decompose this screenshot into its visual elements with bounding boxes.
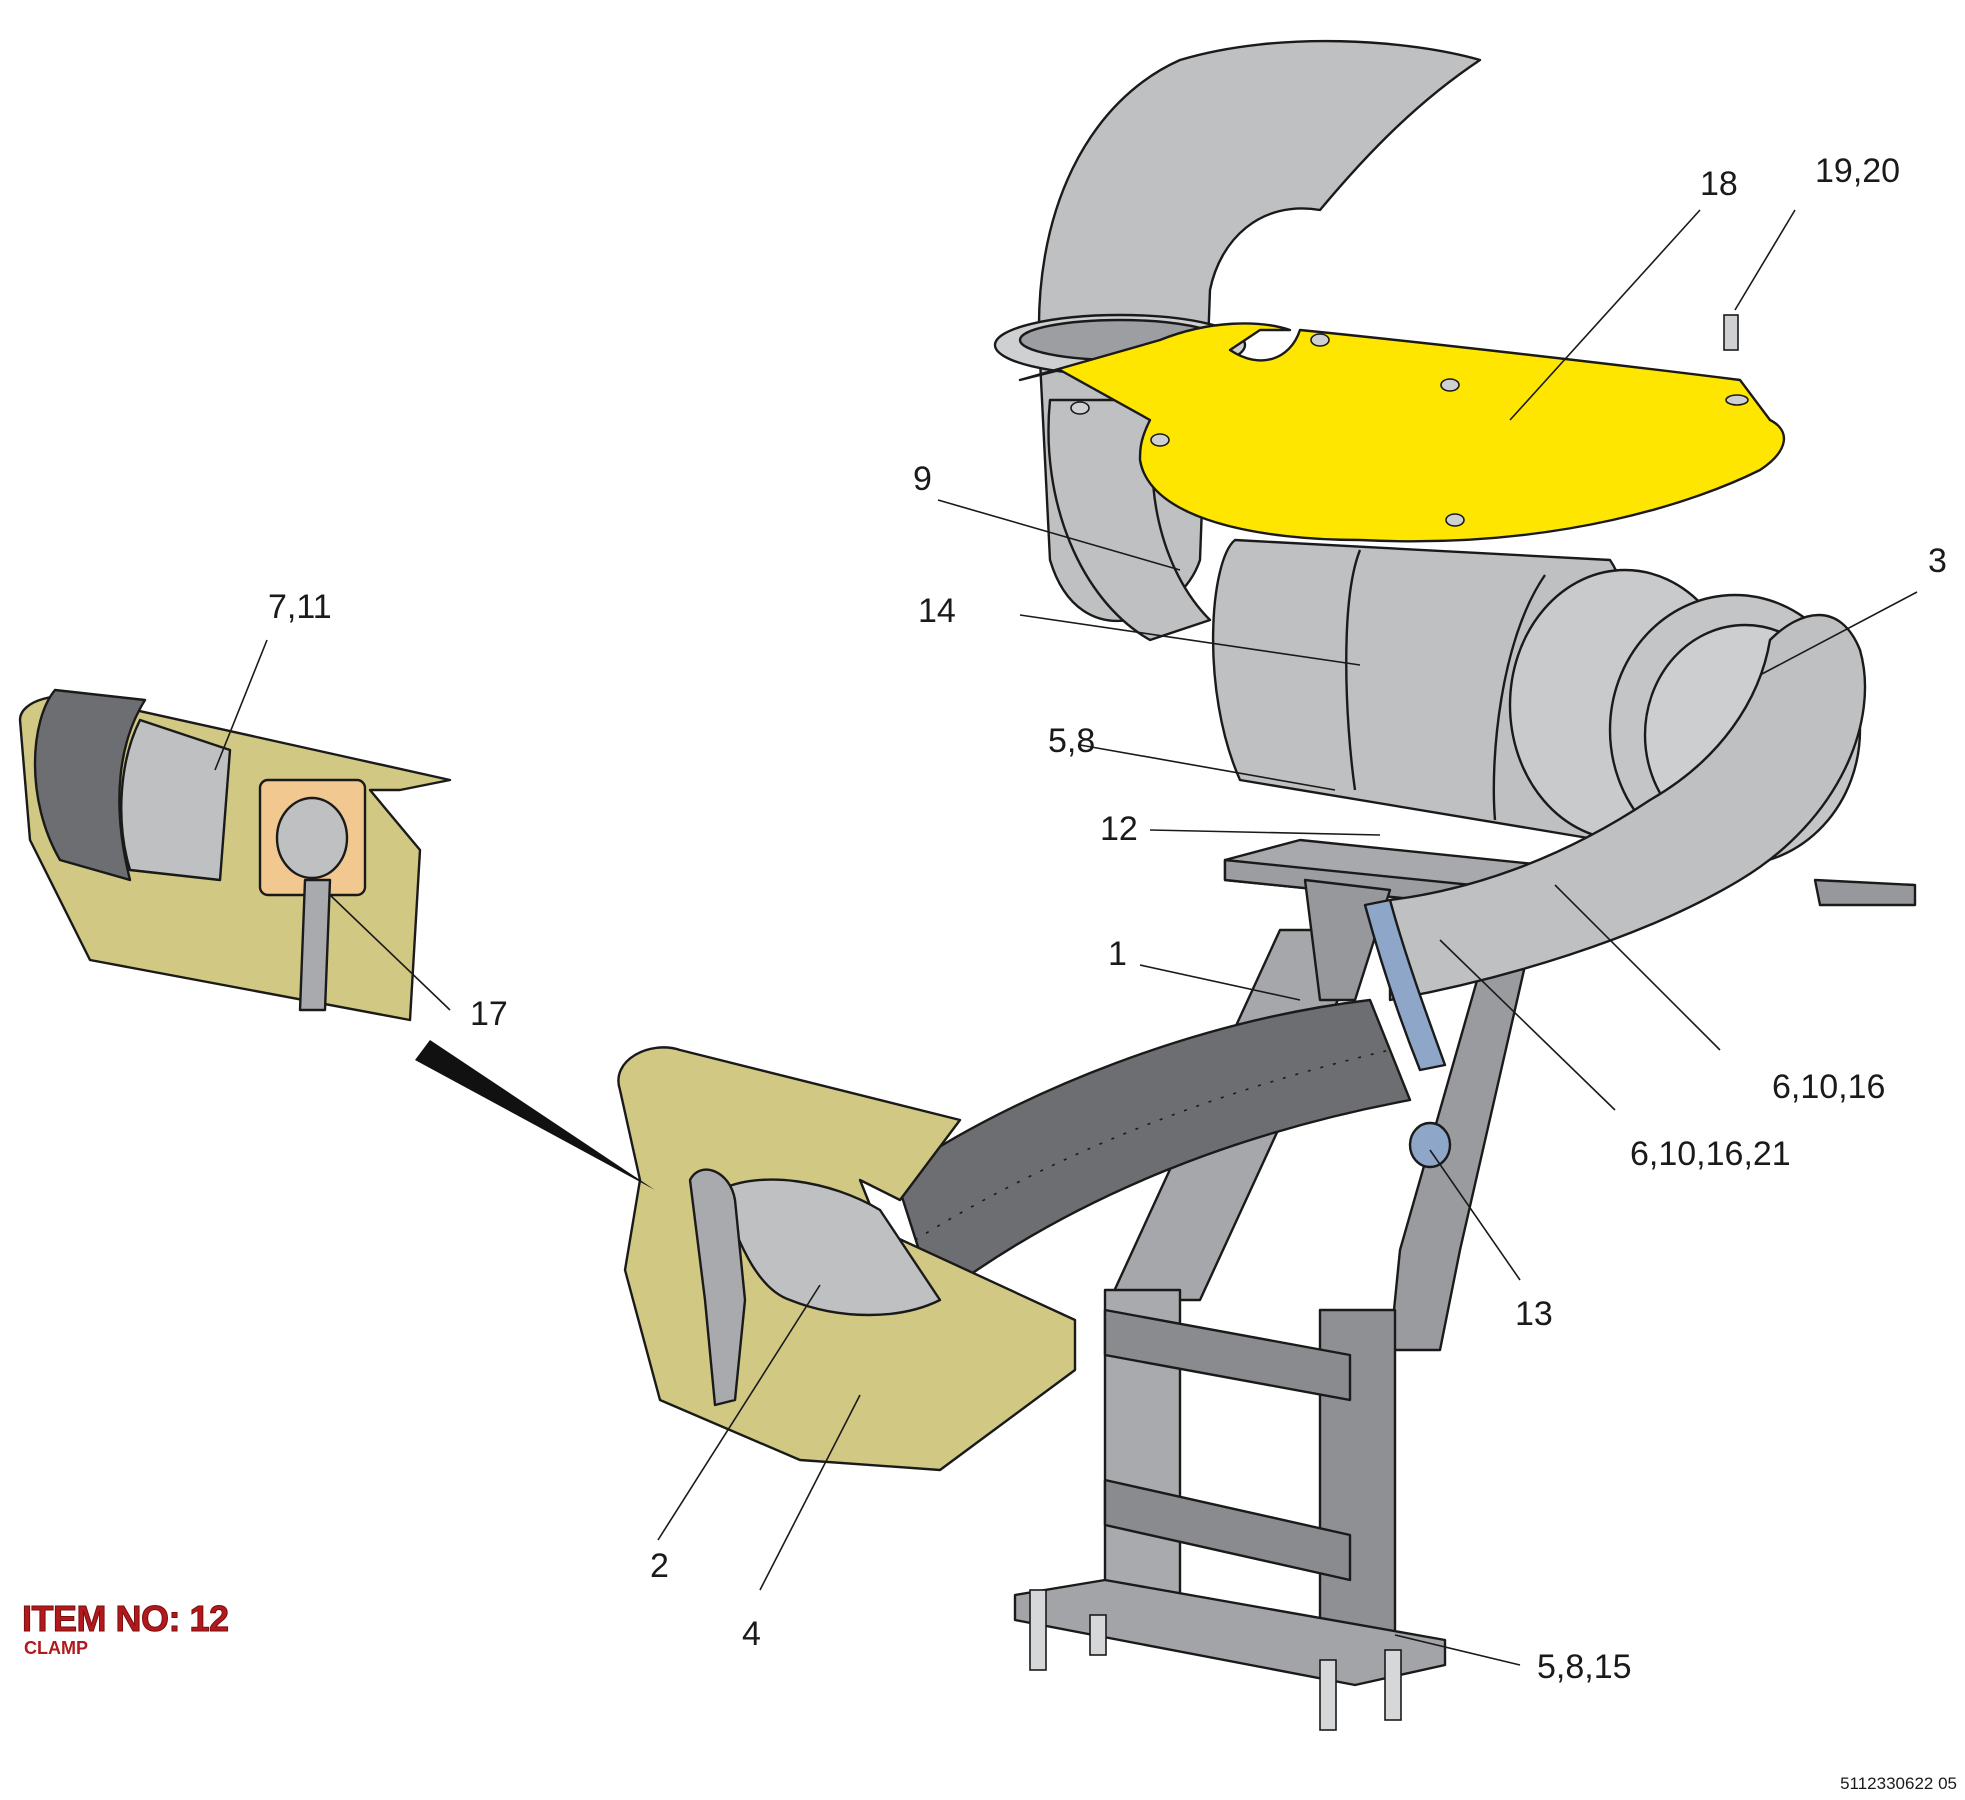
callout-18: 18 [1700,165,1738,203]
cover-plate [1018,314,1786,543]
callout-labels: 1 2 3 4 5,8 5,8,15 6,10,16 6,10,16,21 7,… [268,152,1947,1686]
callout-5-8-15: 5,8,15 [1537,1648,1632,1686]
detail-view [18,688,452,1022]
callout-2: 2 [650,1547,669,1585]
callout-17: 17 [470,995,508,1033]
heat-shield-lower [617,1046,1077,1472]
item-number-title: ITEM NO: 12 [22,1598,230,1640]
item-name: CLAMP [24,1638,88,1658]
callout-12: 12 [1100,810,1138,848]
flexible-corrugated-pipe [893,998,1412,1302]
callout-13: 13 [1515,1295,1553,1333]
callout-19-20: 19,20 [1815,152,1900,190]
callout-4: 4 [742,1615,761,1653]
callout-5-8: 5,8 [1048,722,1095,760]
drawing-number: 5112330622 05 [1840,1774,1957,1793]
detail-pointer [415,1040,655,1190]
callout-9: 9 [913,460,932,498]
callout-3: 3 [1928,542,1947,580]
callout-6-10-16: 6,10,16 [1772,1068,1885,1106]
leader-lines [214,209,1918,1666]
callout-6-10-16-21: 6,10,16,21 [1630,1135,1791,1173]
callout-7-11: 7,11 [268,588,332,626]
outlet-bend-pipe [1363,613,1867,1169]
callout-1: 1 [1108,935,1127,973]
callout-14: 14 [918,592,956,630]
